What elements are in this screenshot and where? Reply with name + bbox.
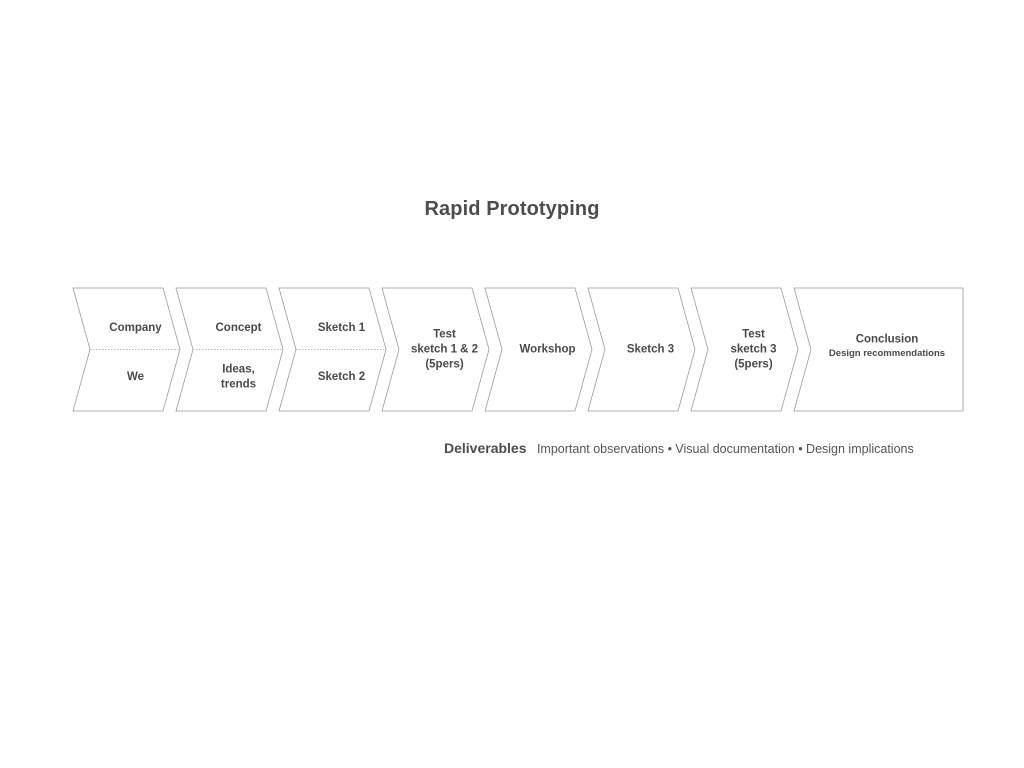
step-bottom-label-line: Ideas, — [222, 364, 255, 376]
step-test-sketch-1-2: Test sketch 1 & 2 (5pers) — [381, 287, 490, 412]
step-bottom-label-line: Sketch 2 — [318, 371, 365, 383]
step-sketch-3: Sketch 3 — [587, 287, 696, 412]
chevron-shape — [793, 287, 964, 412]
step-sub-label: Design recommendations — [829, 348, 945, 359]
step-label-line: sketch 1 & 2 — [411, 344, 478, 356]
step-label-line: (5pers) — [425, 359, 464, 371]
step-label-line: Conclusion — [856, 334, 919, 346]
step-top-label-line: Sketch 1 — [318, 322, 366, 334]
chevron-shape — [381, 287, 490, 412]
step-label-line: Sketch 3 — [627, 344, 674, 356]
step-label-line: (5pers) — [734, 359, 773, 371]
step-sketch-1-2: Sketch 1 Sketch 2 — [278, 287, 387, 412]
step-label-line: Test — [742, 329, 765, 341]
step-bottom-label-line: trends — [221, 379, 256, 391]
step-workshop: Workshop — [484, 287, 593, 412]
step-top-label-line: Concept — [216, 322, 262, 334]
deliverables-label: Deliverables — [444, 440, 527, 456]
step-test-sketch-3: Test sketch 3 (5pers) — [690, 287, 799, 412]
step-label-line: Workshop — [519, 344, 575, 356]
step-bottom-label-line: We — [127, 371, 144, 383]
deliverables-items: Important observations • Visual document… — [536, 442, 914, 456]
diagram-title: Rapid Prototyping — [424, 198, 600, 220]
step-label-line: sketch 3 — [730, 344, 776, 356]
step-top-label-line: Company — [109, 322, 162, 334]
step-label-line: Test — [433, 329, 456, 341]
deliverables: Deliverables Important observations • Vi… — [444, 440, 914, 458]
chevron-shape — [587, 287, 696, 412]
chevron-shape — [690, 287, 799, 412]
chevron-shape — [484, 287, 593, 412]
